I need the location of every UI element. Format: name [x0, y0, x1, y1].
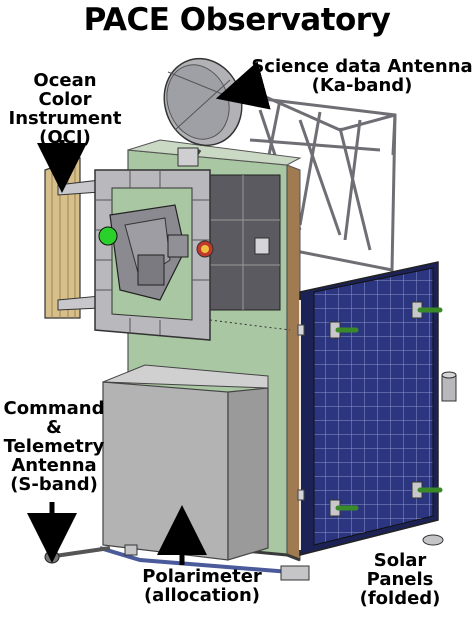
solar-label-line-1: Solar [373, 550, 427, 571]
callout-arrows [27, 61, 271, 565]
polarimeter-label-line-2: (allocation) [143, 584, 261, 606]
solar-panel-array [297, 261, 457, 556]
polarimeter-box [102, 364, 269, 561]
command-label-line-1: Command [3, 398, 105, 419]
science-antenna-label: Science data Antenna (Ka-band) [250, 56, 474, 96]
oci-label-line-1: Ocean Color [33, 70, 97, 110]
oci-label: Ocean Color Instrument (OCI) [6, 70, 124, 148]
diagram-title: PACE Observatory [83, 2, 391, 38]
command-antenna-label: Command & Telemetry Antenna (S-band) [0, 398, 108, 495]
bus-top [127, 139, 302, 166]
oci-sunshade [44, 157, 101, 319]
polarimeter-label: Polarimeter (allocation) [122, 566, 282, 606]
science-antenna-label-line: Science data Antenna [251, 56, 473, 77]
command-antenna [44, 546, 111, 564]
solar-label-line-3: (folded) [359, 587, 441, 609]
command-label-line-5: (S-band) [10, 473, 98, 495]
science-antenna-arrow [215, 61, 271, 110]
oci-label-line-2: Instrument [8, 107, 122, 129]
solar-label-line-2: Panels [366, 568, 434, 590]
command-label-line-3: Telemetry [3, 435, 105, 457]
oci-frame [94, 169, 211, 341]
science-antenna-band-line: (Ka-band) [311, 74, 413, 96]
polarimeter-label-line-1: Polarimeter [142, 566, 262, 587]
oci-label-line-3: (OCI) [39, 126, 91, 148]
solar-panels-label: Solar Panels (folded) [358, 550, 442, 609]
bus-edge [286, 164, 301, 561]
command-label-line-4: Antenna [11, 454, 97, 476]
command-label-line-2: & [46, 416, 62, 438]
